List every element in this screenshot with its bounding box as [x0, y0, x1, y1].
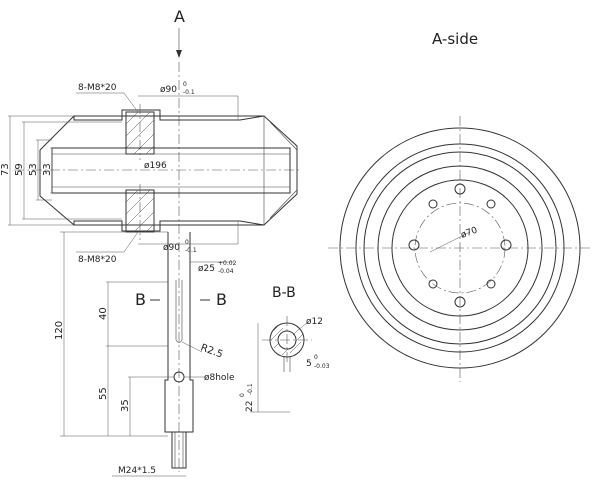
dia90-bottom-tol-lower: -0.1 [185, 247, 197, 254]
pcd70-label: ø70 [460, 226, 480, 241]
top-thread-hatch [125, 111, 155, 155]
bolt-hole-small [486, 279, 496, 289]
shaft-thread-end [171, 431, 187, 469]
tyre-outline [39, 115, 298, 226]
section-mark-left: B [135, 290, 146, 309]
dia90-top-tol-upper: 0 [183, 81, 187, 88]
dia25-tol-lower: -0.04 [218, 268, 234, 275]
bottom-thread-hatch [125, 189, 155, 233]
dim-40: 40 [98, 307, 109, 320]
pcd70-leader [429, 231, 471, 253]
bolt-hole-small [428, 199, 438, 209]
dia90-bottom-label: ø90 [163, 243, 180, 253]
key-depth-tol-upper: 0 [239, 393, 246, 397]
dim-53: 53 [28, 163, 39, 176]
thread-shaft-label: M24*1.5 [118, 466, 156, 476]
key-width-tol-lower: -0.03 [314, 363, 330, 370]
view-arrow-letter: A [174, 7, 185, 26]
section-bb: B-B ø12 5 0 -0.03 22 0 -0.1 [239, 285, 330, 413]
dim-35: 35 [120, 399, 131, 412]
hole-label: ø8hole [204, 373, 235, 383]
dim-73: 73 [0, 163, 11, 176]
dia196-label: ø196 [144, 161, 167, 171]
left-dimensions [8, 115, 122, 226]
dim-55: 55 [98, 387, 109, 400]
keyway-end [175, 339, 183, 343]
a-side-view: A-side ø70 [328, 30, 592, 382]
section-hatch [270, 323, 304, 356]
dia90-bottom-tol-upper: 0 [185, 239, 189, 246]
hub-body [51, 147, 291, 194]
bolt-holes [408, 183, 512, 308]
tyre-tread-line [269, 189, 298, 219]
dim-33: 33 [42, 163, 53, 176]
dia12-leader [297, 321, 309, 331]
dia25-tol-upper: +0.02 [218, 260, 237, 267]
shaft-dimensions [60, 231, 174, 437]
radius-label: R2.5 [199, 342, 224, 360]
view-arrow-head [176, 50, 182, 58]
bottom-flange [73, 220, 265, 232]
section-mark-right: B [216, 290, 227, 309]
key-depth-tol-lower: -0.1 [247, 383, 254, 395]
dia12-label: ø12 [306, 317, 323, 327]
bolt-hole [500, 239, 512, 251]
section-title: B-B [272, 285, 296, 301]
radius-leader [181, 341, 203, 353]
dim-59: 59 [14, 163, 25, 176]
key-width-label: 5 [306, 359, 312, 369]
dia90-top-tol-lower: -0.1 [183, 89, 195, 96]
key-width-tol-upper: 0 [314, 354, 318, 361]
top-flange [73, 109, 265, 121]
thread-bottom-label: 8-M8*20 [78, 255, 117, 265]
bolt-hole [454, 183, 466, 195]
dia25-label: ø25 [198, 264, 215, 274]
tyre-tread-line [269, 121, 298, 151]
bolt-hole-small [486, 199, 496, 209]
dia90-top-label: ø90 [160, 85, 177, 95]
side-view: A [0, 7, 300, 477]
thread-top-leader [123, 92, 139, 113]
a-side-title: A-side [432, 30, 478, 48]
bolt-hole-small [428, 279, 438, 289]
bolt-hole [408, 239, 420, 251]
thread-bottom-leader [123, 231, 139, 253]
thread-top-label: 8-M8*20 [78, 83, 117, 93]
bolt-hole [454, 296, 466, 308]
dim-120: 120 [54, 321, 65, 340]
key-depth-label: 22 [245, 401, 255, 412]
